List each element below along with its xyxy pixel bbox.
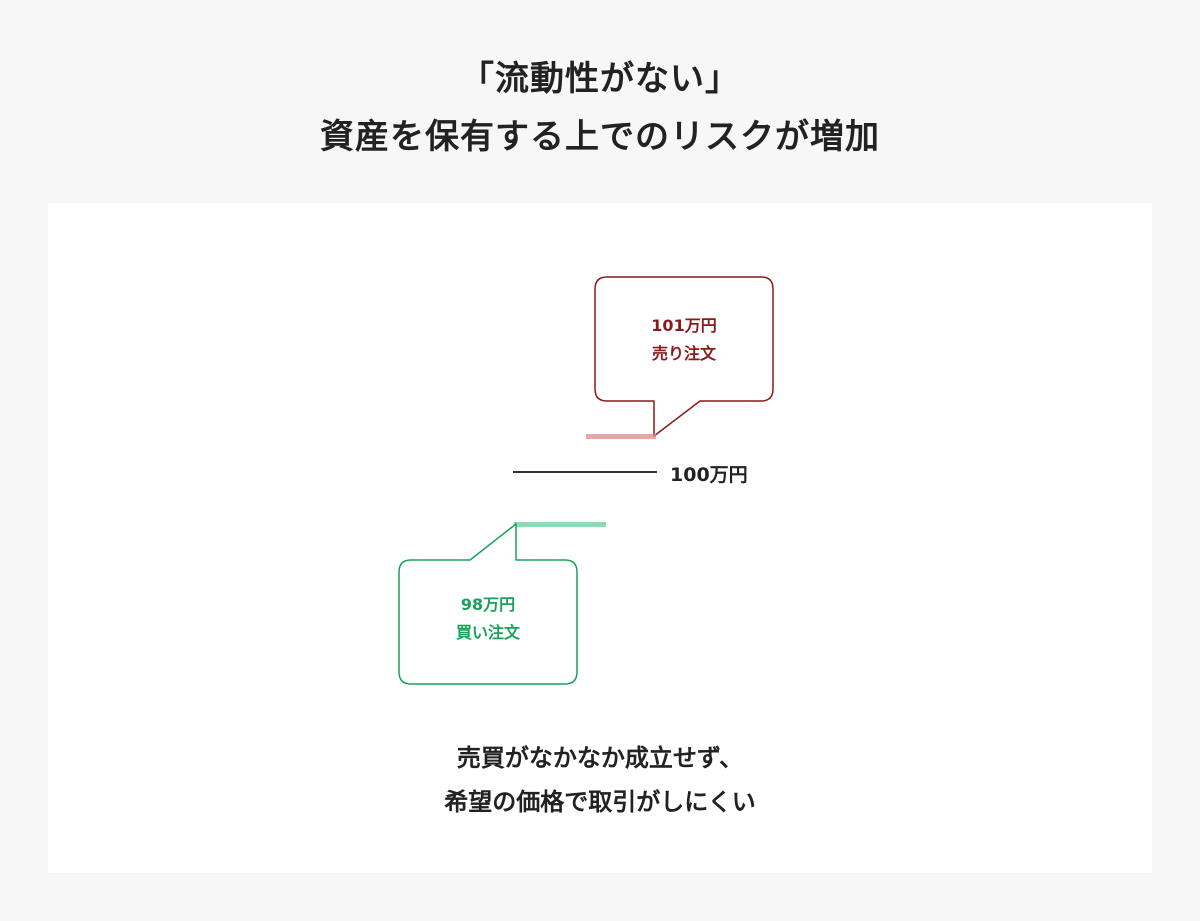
buy-order-bubble [398,523,578,685]
sell-order-bubble [594,276,774,437]
caption-line-2: 希望の価格で取引がしにくい [444,788,756,816]
sell-order-label: 売り注文 [651,344,716,363]
caption-line-1: 売買がなかなか成立せず、 [456,744,744,772]
sell-order-level-line [586,434,656,439]
buy-order-price: 98万円 [460,595,516,614]
current-price-label: 100万円 [670,464,748,486]
sell-order-price: 101万円 [651,316,717,335]
title-line-1: 「流動性がない」 [460,59,740,99]
buy-order-level-line [514,522,606,527]
title-line-2: 資産を保有する上でのリスクが増加 [320,117,880,157]
buy-order-text: 98万円 買い注文 [399,591,577,647]
buy-order-label: 買い注文 [455,623,520,642]
sell-order-text: 101万円 売り注文 [595,312,773,368]
